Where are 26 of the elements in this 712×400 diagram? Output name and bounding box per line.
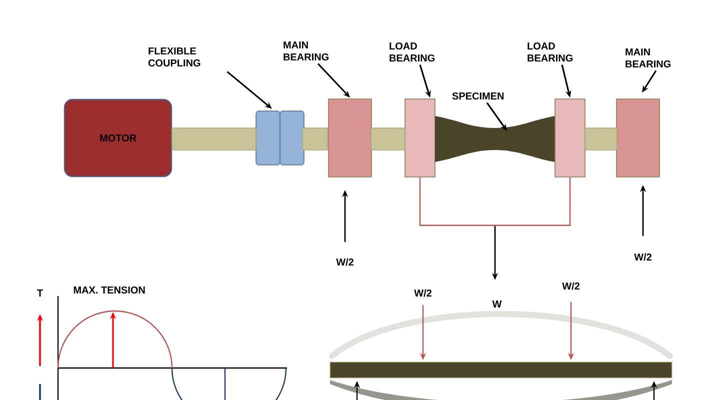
graph-label: MAX. TENSION: [74, 286, 145, 294]
force-label: W/2: [336, 258, 354, 266]
coupling-drawing: [256, 110, 304, 166]
beam: [330, 362, 672, 378]
specimen-drawing: [435, 116, 555, 162]
shaft: [302, 128, 328, 150]
axis-label: T: [37, 290, 43, 296]
force-label: W: [492, 300, 502, 308]
motor-box: MOTOR: [64, 98, 172, 178]
part-label: MAIN BEARING: [626, 48, 670, 68]
part-label: FLEXIBLE COUPLING: [148, 48, 200, 66]
shaft: [172, 128, 256, 150]
part-label: SPECIMEN: [452, 92, 504, 100]
part-label: LOAD BEARING: [528, 42, 572, 62]
bearing-block: [554, 98, 586, 178]
force-label: W/2: [634, 253, 652, 261]
shaft: [370, 128, 406, 150]
force-label: W/2: [562, 282, 580, 290]
bearing-block: [616, 98, 660, 178]
part-label: MAIN BEARING: [284, 42, 328, 60]
part-label: LOAD BEARING: [390, 42, 434, 62]
bearing-block: [404, 98, 436, 178]
connector-line: [419, 177, 571, 226]
bearing-block: [328, 98, 372, 178]
shaft: [584, 128, 618, 150]
force-label: W/2: [414, 289, 432, 297]
